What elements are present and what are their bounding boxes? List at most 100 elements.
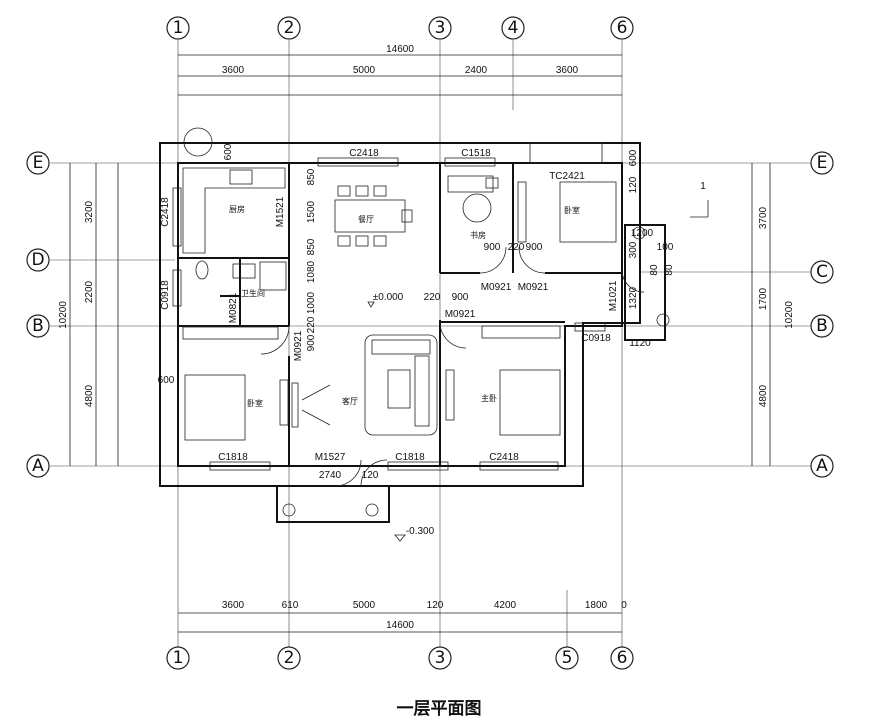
label-c2418-top: C2418 — [349, 148, 379, 159]
dim-600r: 600 — [628, 149, 639, 166]
dim-80a: 80 — [649, 264, 660, 276]
label-c2418-br: C2418 — [489, 452, 519, 463]
svg-text:C: C — [816, 262, 828, 282]
elevation-symbols — [367, 301, 406, 542]
dim-120a: 120 — [362, 470, 379, 481]
grid-bubble-top-2: 2 — [277, 16, 301, 40]
dim-right-seg-2: 1700 — [758, 287, 769, 310]
grid-bubble-left-B: B — [26, 314, 50, 338]
top-dimension-lines — [178, 54, 622, 633]
svg-text:4: 4 — [508, 18, 519, 38]
wardrobes — [182, 325, 561, 340]
label-c1518: C1518 — [461, 148, 491, 159]
grid-bubble-bottom-6: 6 — [610, 646, 634, 670]
bathroom-fixtures — [195, 260, 287, 291]
label-c0918-right: C0918 — [581, 333, 611, 344]
room-living: 客厅 — [342, 396, 358, 406]
dim-300: 300 — [628, 241, 639, 258]
dim-right-seg-3: 4800 — [758, 384, 769, 407]
dim-900d: 900 — [452, 292, 469, 303]
interior-walls — [178, 163, 622, 466]
dim-1000: 1000 — [306, 291, 317, 314]
dining-table — [334, 185, 413, 247]
bed-northeast — [517, 181, 617, 243]
dim-850b: 850 — [306, 238, 317, 255]
dim-top-seg-4: 3600 — [556, 65, 579, 76]
grid-bubble-right-B: B — [810, 314, 834, 338]
room-bedroom: 卧室 — [247, 398, 263, 408]
grid-bubble-right-A: A — [810, 454, 834, 478]
section-marker — [690, 200, 709, 218]
dim-bottom-seg-4: 120 — [427, 600, 444, 611]
label-c1818-bm: C1818 — [395, 452, 425, 463]
side-dimension-lines — [69, 163, 771, 466]
grid-bubble-left-D: D — [26, 248, 50, 272]
living-room-sofa — [364, 334, 438, 436]
dim-850a: 850 — [306, 168, 317, 185]
dim-100: 100 — [657, 242, 674, 253]
svg-text:D: D — [31, 250, 44, 270]
svg-text:6: 6 — [617, 648, 628, 668]
dim-600-top: 600 — [223, 143, 234, 160]
svg-text:1: 1 — [173, 648, 184, 668]
dim-220a: 220 — [306, 316, 317, 333]
dim-right-outer: 10200 — [784, 301, 795, 329]
label-m1527: M1527 — [315, 452, 346, 463]
dim-1500: 1500 — [306, 200, 317, 223]
bed-west — [184, 374, 289, 441]
grid-bubble-top-6: 6 — [610, 16, 634, 40]
drawing-caption: 一层平面图 — [396, 699, 482, 719]
dim-220c: 220 — [424, 292, 441, 303]
grid-bubble-top-1: 1 — [166, 16, 190, 40]
grid-bubble-right-C: C — [810, 260, 834, 284]
dim-900a: 900 — [306, 334, 317, 351]
svg-text:3: 3 — [435, 18, 446, 38]
dim-220b: 220 — [508, 242, 525, 253]
grid-bubble-bottom-5: 5 — [555, 646, 579, 670]
dim-bottom-total: 14600 — [386, 620, 414, 631]
dim-900c: 900 — [526, 242, 543, 253]
dim-600-left: 600 — [158, 375, 175, 386]
svg-text:E: E — [33, 153, 44, 173]
grid-bubble-top-4: 4 — [501, 16, 525, 40]
kitchen-counter — [182, 167, 286, 254]
axis-lines — [50, 40, 820, 650]
svg-text:A: A — [816, 456, 828, 476]
label-elev-main: ±0.000 — [373, 292, 404, 303]
dim-top-seg-3: 2400 — [465, 65, 488, 76]
svg-text:E: E — [817, 153, 828, 173]
room-kitchen: 厨房 — [229, 204, 245, 214]
dim-left-seg-1: 3200 — [84, 200, 95, 223]
dim-left-outer: 10200 — [58, 301, 69, 329]
room-study: 书房 — [470, 230, 486, 240]
dim-bottom-seg-2: 610 — [282, 600, 299, 611]
grid-bubble-right-E: E — [810, 151, 834, 175]
dim-900b: 900 — [484, 242, 501, 253]
label-m0921-center: M0921 — [445, 309, 476, 320]
svg-text:6: 6 — [617, 18, 628, 38]
columns — [183, 127, 670, 517]
dim-bottom-seg-1: 3600 — [222, 600, 245, 611]
label-m1021: M1021 — [608, 280, 619, 311]
dim-left-seg-2: 2200 — [84, 280, 95, 303]
tv-cabinet — [291, 382, 331, 428]
label-m0921-study: M0921 — [481, 282, 512, 293]
grid-bubble-bottom-3: 3 — [428, 646, 452, 670]
dim-right-seg-1: 3700 — [758, 206, 769, 229]
svg-text:3: 3 — [435, 648, 446, 668]
label-section-mark: 1 — [700, 181, 706, 192]
room-dining: 餐厅 — [358, 215, 374, 224]
windows — [172, 142, 606, 471]
room-bathroom: 卫生间 — [241, 288, 265, 298]
dim-bottom-seg-3: 5000 — [353, 600, 376, 611]
dim-top-seg-1: 3600 — [222, 65, 245, 76]
dim-bottom-seg-6: 1800 — [585, 600, 608, 611]
label-c2418-left: C2418 — [160, 197, 171, 227]
label-tc2421: TC2421 — [549, 171, 585, 182]
dim-bottom-seg-5: 4200 — [494, 600, 517, 611]
doors — [260, 246, 645, 487]
bed-master — [445, 369, 561, 436]
svg-text:B: B — [32, 316, 44, 336]
dim-bottom-zero: 0 — [621, 600, 627, 611]
